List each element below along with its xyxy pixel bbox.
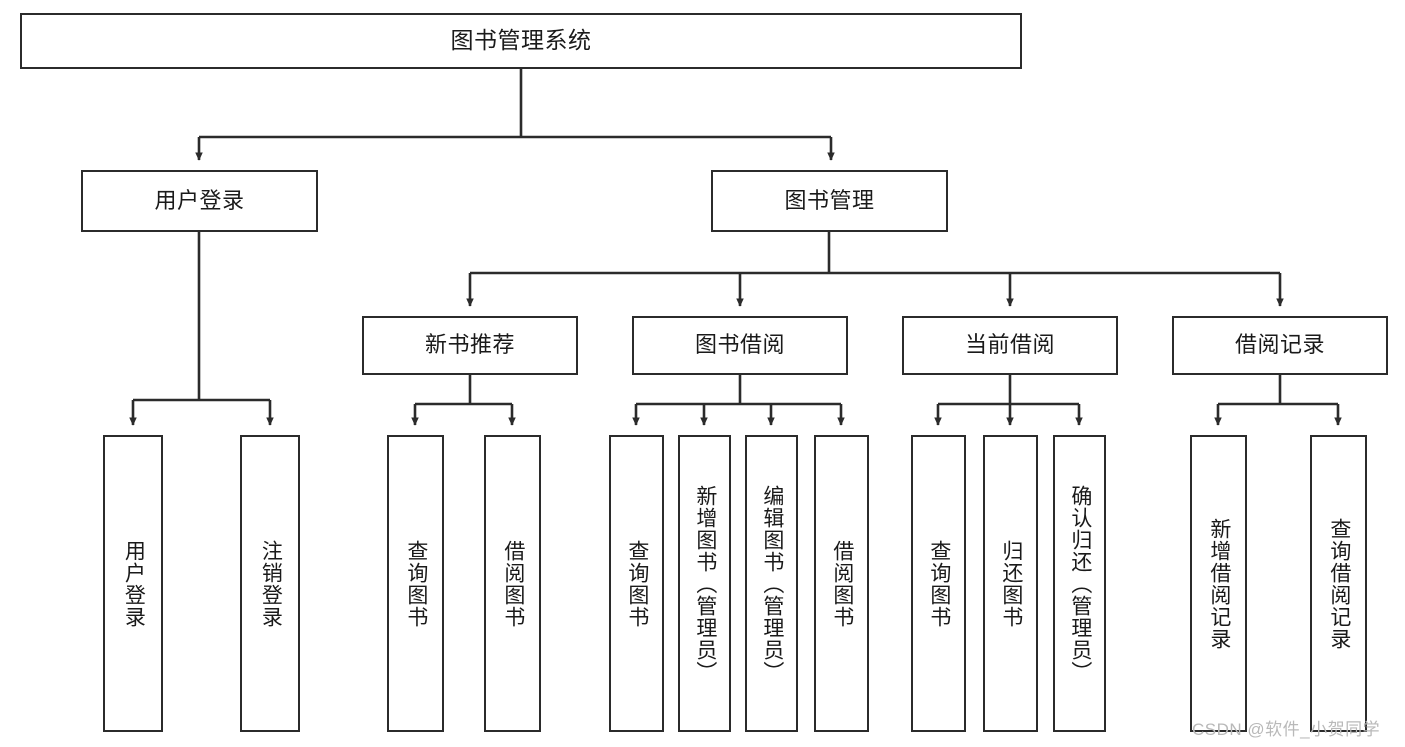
leaf-query-book-borrow[interactable]: 查询图书 xyxy=(609,435,664,732)
node-book-borrow[interactable]: 图书借阅 xyxy=(632,316,848,375)
leaf-borrow-book[interactable]: 借阅图书 xyxy=(814,435,869,732)
node-label: 图书管理系统 xyxy=(450,27,592,54)
node-label: 用户登录 xyxy=(122,539,146,628)
leaf-edit-book-admin[interactable]: 编辑图书（管理员） xyxy=(745,435,798,732)
node-new-book-recommend[interactable]: 新书推荐 xyxy=(362,316,578,375)
node-label: 查询图书 xyxy=(404,539,428,628)
leaf-return-book[interactable]: 归还图书 xyxy=(983,435,1038,732)
node-label: 借阅图书 xyxy=(830,539,854,628)
node-label: 用户登录 xyxy=(154,187,245,213)
node-book-management[interactable]: 图书管理 xyxy=(711,170,948,232)
node-label: 图书借阅 xyxy=(694,332,785,358)
node-label: 归还图书 xyxy=(999,539,1023,628)
node-label: 查询图书 xyxy=(927,539,951,628)
node-label: 新增借阅记录 xyxy=(1207,517,1231,650)
leaf-query-borrow-record[interactable]: 查询借阅记录 xyxy=(1310,435,1367,732)
node-label: 查询借阅记录 xyxy=(1327,517,1351,650)
node-label: 新增图书（管理员） xyxy=(693,484,717,683)
csdn-watermark: CSDN @软件_小贺同学 xyxy=(1192,720,1381,739)
node-label: 借阅图书 xyxy=(501,539,525,628)
node-label: 当前借阅 xyxy=(964,332,1055,358)
leaf-add-borrow-record[interactable]: 新增借阅记录 xyxy=(1190,435,1247,732)
leaf-query-book-current[interactable]: 查询图书 xyxy=(911,435,966,732)
node-borrow-record[interactable]: 借阅记录 xyxy=(1172,316,1388,375)
leaf-user-login[interactable]: 用户登录 xyxy=(103,435,163,732)
node-label: 编辑图书（管理员） xyxy=(760,484,784,683)
node-label: 查询图书 xyxy=(625,539,649,628)
node-label: 注销登录 xyxy=(259,539,283,628)
node-label: 新书推荐 xyxy=(424,332,515,358)
leaf-query-book-recommend[interactable]: 查询图书 xyxy=(387,435,444,732)
leaf-add-book-admin[interactable]: 新增图书（管理员） xyxy=(678,435,731,732)
node-root-system[interactable]: 图书管理系统 xyxy=(20,13,1022,69)
leaf-confirm-return-admin[interactable]: 确认归还（管理员） xyxy=(1053,435,1106,732)
node-label: 借阅记录 xyxy=(1234,332,1325,358)
node-current-borrow[interactable]: 当前借阅 xyxy=(902,316,1118,375)
leaf-user-logout[interactable]: 注销登录 xyxy=(240,435,300,732)
node-label: 确认归还（管理员） xyxy=(1068,484,1092,683)
leaf-borrow-book-recommend[interactable]: 借阅图书 xyxy=(484,435,541,732)
node-user-login[interactable]: 用户登录 xyxy=(81,170,318,232)
node-label: 图书管理 xyxy=(784,187,875,213)
